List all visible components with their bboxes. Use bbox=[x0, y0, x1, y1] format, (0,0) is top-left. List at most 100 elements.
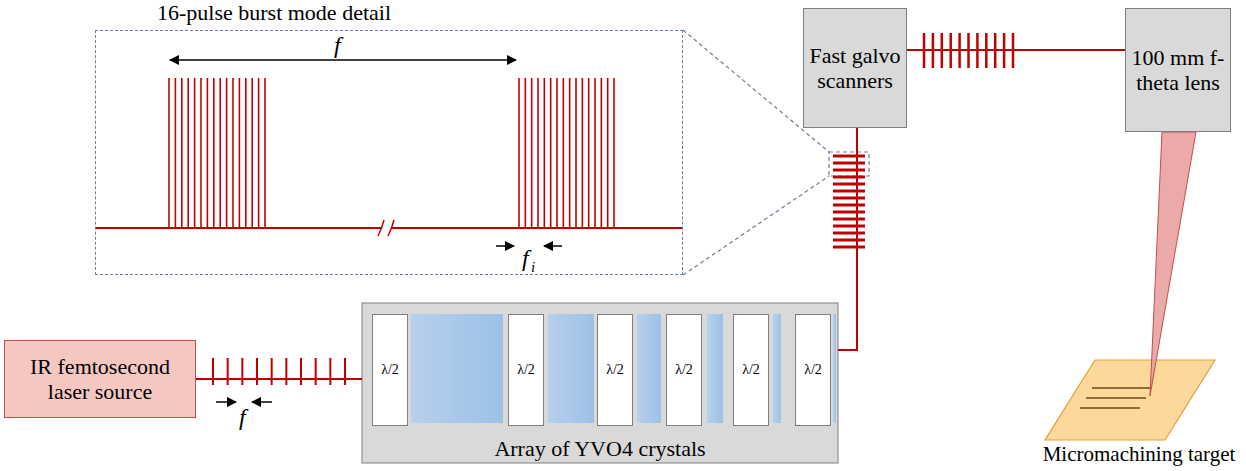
node-text: IR femtosecond laser source bbox=[13, 354, 187, 405]
waveplate: λ/2 bbox=[597, 314, 633, 426]
beam-line bbox=[196, 378, 362, 380]
node-text: λ/2 bbox=[804, 362, 822, 378]
waveplate: λ/2 bbox=[795, 314, 831, 426]
pulse bbox=[219, 78, 221, 228]
lens-box: 100 mm f-theta lens bbox=[1125, 8, 1231, 132]
pulse bbox=[256, 358, 258, 385]
pulse bbox=[175, 78, 177, 228]
crystal-array: Array of YVO4 crystals λ/2 λ/2 λ/2 λ/2 λ/2 λ/2 bbox=[362, 303, 838, 463]
node-text: λ/2 bbox=[675, 362, 693, 378]
node-text: Micromachining target bbox=[1043, 442, 1236, 466]
focused-beam bbox=[1150, 132, 1196, 396]
pulse-trains bbox=[169, 33, 1013, 385]
pulse bbox=[525, 78, 527, 228]
pulse bbox=[556, 78, 558, 228]
pulse bbox=[518, 78, 520, 228]
pulse bbox=[833, 239, 865, 242]
pulse bbox=[329, 358, 331, 385]
pulse bbox=[607, 78, 609, 228]
pulse bbox=[251, 78, 253, 228]
pulse bbox=[833, 246, 865, 249]
period-label: f bbox=[334, 33, 341, 57]
crystal bbox=[833, 314, 836, 423]
node-text: λ/2 bbox=[606, 362, 624, 378]
period-label: f bbox=[239, 405, 246, 429]
target-sheet bbox=[1045, 360, 1215, 440]
pulse bbox=[550, 78, 552, 228]
pulse bbox=[315, 358, 317, 385]
array-housing bbox=[362, 303, 838, 463]
zoom-leader bbox=[683, 176, 829, 275]
waveplate: λ/2 bbox=[666, 314, 702, 426]
pulse bbox=[241, 358, 243, 385]
pulse bbox=[226, 78, 228, 228]
interval-label: f bbox=[522, 246, 529, 270]
interval-arrow bbox=[496, 245, 514, 247]
pulse bbox=[531, 78, 533, 228]
node-text: Array of YVO4 crystals bbox=[494, 436, 705, 461]
beam-line bbox=[838, 128, 857, 350]
laser-box: IR femtosecond laser source bbox=[4, 340, 196, 418]
pulse bbox=[245, 78, 247, 228]
pulse bbox=[833, 204, 865, 207]
pulse bbox=[194, 78, 196, 228]
crystal bbox=[548, 314, 594, 423]
pulse bbox=[285, 358, 287, 385]
zoom-box bbox=[829, 152, 869, 176]
pulse bbox=[601, 78, 603, 228]
pulse bbox=[833, 197, 865, 200]
pulse bbox=[613, 78, 615, 228]
pulse bbox=[544, 78, 546, 228]
node-text: 16-pulse burst mode detail bbox=[96, 0, 452, 25]
machined-line bbox=[1080, 407, 1140, 409]
pulse bbox=[213, 78, 215, 228]
machined-lines bbox=[1080, 388, 1150, 408]
pulse bbox=[833, 162, 865, 165]
pulse bbox=[594, 78, 596, 228]
node-text: λ/2 bbox=[381, 362, 399, 378]
pulse bbox=[833, 218, 865, 221]
crystal bbox=[707, 314, 723, 423]
pulse bbox=[833, 225, 865, 228]
period-arrow bbox=[216, 401, 236, 403]
pulse bbox=[582, 78, 584, 228]
pulse bbox=[833, 190, 865, 193]
pulse bbox=[833, 169, 865, 172]
waveplate: λ/2 bbox=[508, 314, 544, 426]
pulse bbox=[264, 78, 266, 228]
machined-line bbox=[1086, 397, 1146, 399]
crystal bbox=[411, 314, 503, 423]
pulse bbox=[271, 358, 273, 385]
period-arrow bbox=[252, 401, 272, 403]
target: Micromachining target bbox=[1034, 352, 1244, 468]
pulse bbox=[563, 78, 565, 228]
break-mark bbox=[378, 220, 394, 236]
pulse bbox=[300, 358, 302, 385]
node-text: λ/2 bbox=[742, 362, 760, 378]
pulse bbox=[212, 358, 214, 385]
node-text: λ/2 bbox=[517, 362, 535, 378]
pulse bbox=[833, 183, 865, 186]
waveplate: λ/2 bbox=[372, 314, 408, 426]
pulse bbox=[344, 358, 346, 385]
pulse bbox=[239, 78, 241, 228]
pulse bbox=[227, 358, 229, 385]
pulse bbox=[833, 155, 865, 158]
pulse bbox=[168, 78, 170, 228]
pulse bbox=[833, 211, 865, 214]
pulse bbox=[833, 232, 865, 235]
pulse bbox=[537, 78, 539, 228]
pulse bbox=[181, 78, 183, 228]
pulse bbox=[258, 78, 260, 228]
pulse bbox=[575, 78, 577, 228]
node-text: Fast galvo scanners bbox=[808, 43, 902, 94]
interval-arrow bbox=[544, 245, 562, 247]
node-text: 100 mm f-theta lens bbox=[1130, 45, 1226, 96]
pulse bbox=[200, 78, 202, 228]
pulse bbox=[232, 78, 234, 228]
pulse bbox=[588, 78, 590, 228]
crystal bbox=[637, 314, 661, 423]
pulse bbox=[569, 78, 571, 228]
waveplate: λ/2 bbox=[733, 314, 769, 426]
